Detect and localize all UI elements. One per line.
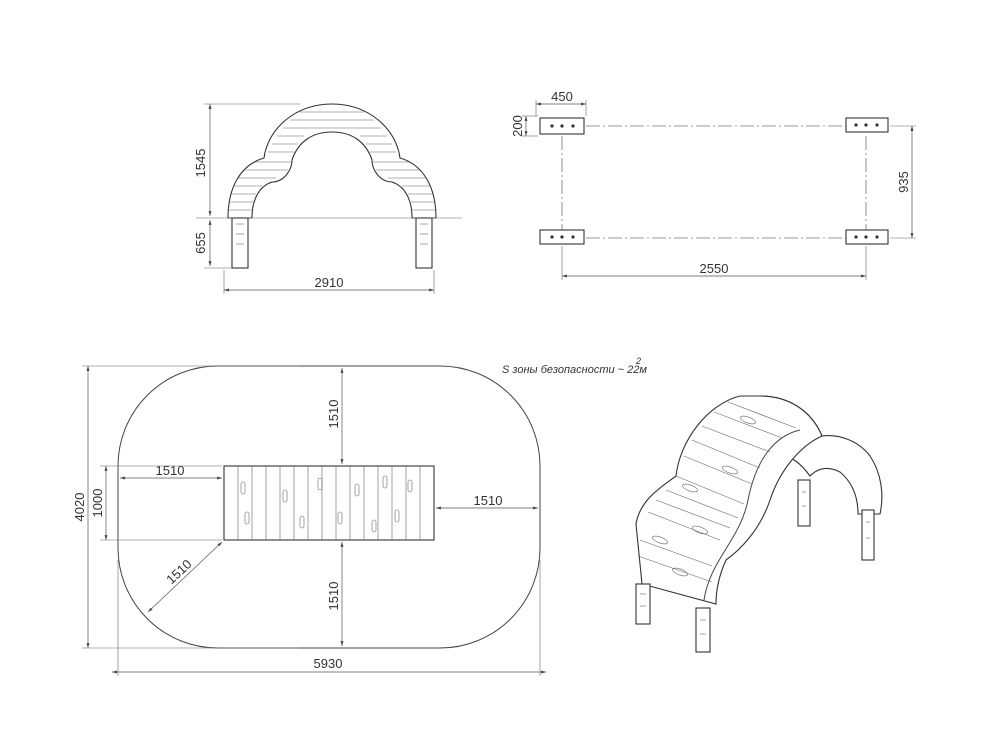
dim-arch-height: 1545 bbox=[193, 149, 208, 178]
iso-legs bbox=[635, 479, 875, 653]
safety-zone-outline bbox=[117, 365, 541, 649]
foundation-plan: 450 200 935 2550 bbox=[510, 89, 916, 280]
iso-front-edge bbox=[703, 429, 801, 601]
front-elevation: 1545 655 2910 bbox=[193, 103, 462, 294]
safety-zone-plan: 1510 1510 1510 1510 1510 4020 1000 5930 … bbox=[72, 356, 647, 676]
base-plates bbox=[539, 117, 889, 245]
safety-zone-note: S зоны безопасности ~ 22м bbox=[502, 364, 647, 376]
dim-clearance-bottom: 1510 bbox=[326, 582, 341, 611]
dim-zone-width: 5930 bbox=[314, 656, 343, 671]
body-top-slats bbox=[237, 466, 421, 540]
arch-outer-contour bbox=[227, 103, 437, 219]
safety-zone-note-sup: 2 bbox=[635, 356, 641, 366]
dim-base-width: 450 bbox=[551, 89, 573, 104]
iso-side-surface bbox=[635, 395, 823, 605]
dim-clearance-right: 1510 bbox=[474, 493, 503, 508]
dim-clearance-top: 1510 bbox=[326, 400, 341, 429]
isometric-view bbox=[635, 395, 883, 653]
dim-leg-height: 655 bbox=[193, 232, 208, 254]
dim-arch-width: 2910 bbox=[315, 275, 344, 290]
dim-body-height: 1000 bbox=[90, 489, 105, 518]
dim-zone-height: 4020 bbox=[72, 493, 87, 522]
body-top-view bbox=[223, 465, 435, 541]
dim-support-span-x: 2550 bbox=[700, 261, 729, 276]
iso-slats bbox=[637, 401, 797, 583]
front-legs bbox=[231, 217, 433, 269]
dim-support-span-y: 935 bbox=[896, 171, 911, 193]
arch-slats bbox=[228, 111, 436, 211]
dim-base-depth: 200 bbox=[510, 115, 525, 137]
dim-clearance-left: 1510 bbox=[156, 463, 185, 478]
